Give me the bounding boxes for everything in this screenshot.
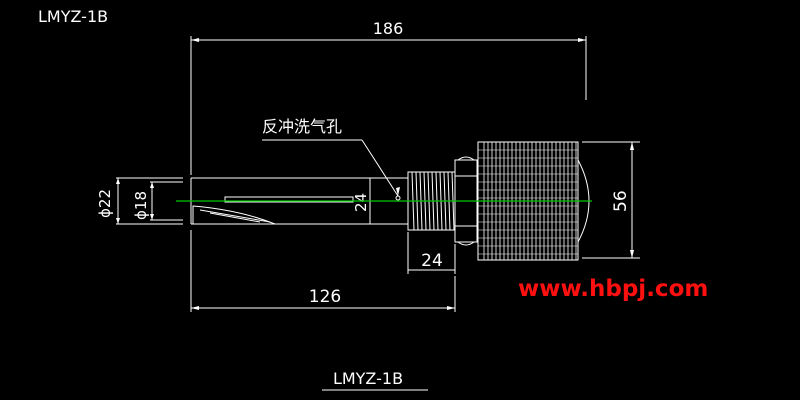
vertical-24-value: 24 xyxy=(352,193,370,212)
drawing-title-bottom: LMYZ-1B xyxy=(333,369,403,388)
overall-length-value: 186 xyxy=(373,19,404,38)
air-hole xyxy=(395,195,401,201)
outer-diameter-dimension: ϕ22 xyxy=(96,177,183,225)
air-hole-callout: 反冲洗气孔 xyxy=(262,117,400,197)
website-watermark: www.hbpj.com xyxy=(518,276,708,302)
drawing-title-top: LMYZ-1B xyxy=(38,7,108,26)
head-diameter-dimension: 56 xyxy=(582,141,640,259)
drawing-title-bottom-block: LMYZ-1B xyxy=(322,369,428,391)
outer-diameter-value: ϕ22 xyxy=(96,189,114,218)
stem-length-value: 126 xyxy=(309,287,341,307)
thread-length-dimension: 24 xyxy=(407,232,456,274)
stem-length-dimension: 126 xyxy=(190,230,456,312)
callout-label: 反冲洗气孔 xyxy=(262,117,342,136)
inner-diameter-dimension: ϕ18 xyxy=(132,181,183,221)
overall-length-dimension: 186 xyxy=(190,19,587,175)
thread-length-value: 24 xyxy=(421,251,443,271)
head-diameter-value: 56 xyxy=(611,190,631,212)
inner-diameter-value: ϕ18 xyxy=(132,191,150,220)
